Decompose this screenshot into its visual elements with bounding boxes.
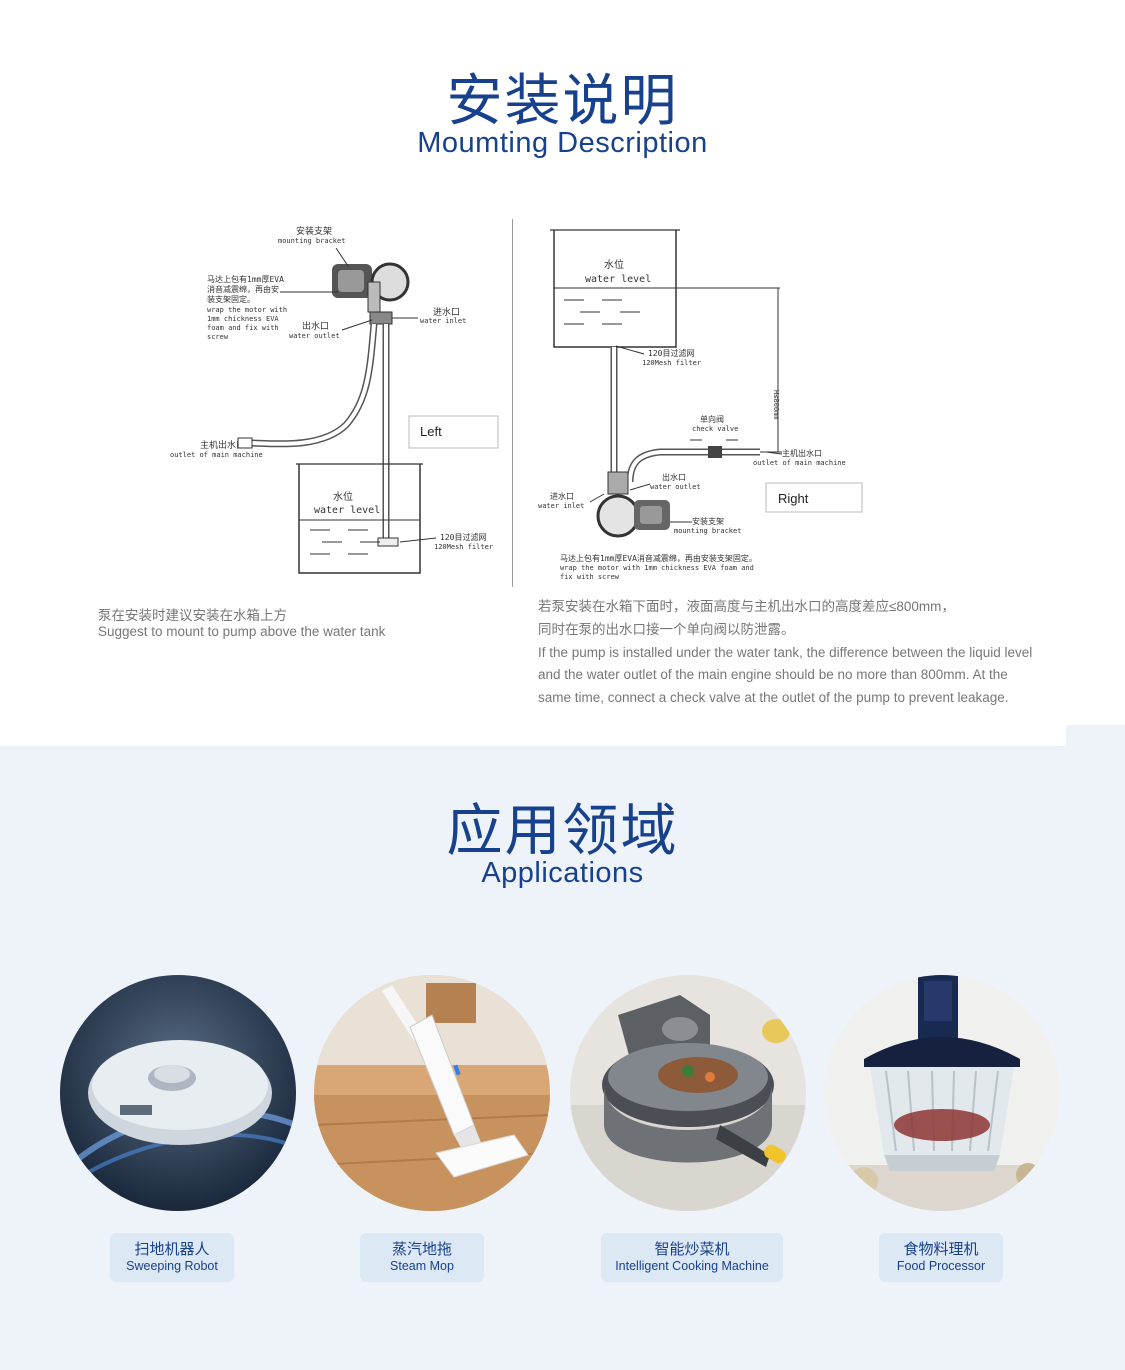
app-label-cn: 蒸汽地拖: [391, 1240, 452, 1258]
right-wrap-en-2: fix with screw: [560, 573, 620, 581]
right-level-en: water level: [585, 274, 651, 285]
left-bracket-cn: 安装支架: [296, 225, 332, 237]
app-label-steam-mop: 蒸汽地拖 Steam Mop: [360, 1233, 484, 1282]
right-note: 若泵安装在水箱下面时，液面高度与主机出水口的高度差应≤800mm， 同时在泵的出…: [538, 596, 1038, 710]
right-outlet-en: water outlet: [650, 483, 701, 491]
right-note-cn-1: 若泵安装在水箱下面时，液面高度与主机出水口的高度差应≤800mm，: [538, 599, 955, 614]
right-check-cn: 单向阀: [700, 414, 724, 424]
app-label-en: Steam Mop: [390, 1259, 454, 1273]
right-bracket-cn: 安装支架: [692, 516, 724, 526]
mounting-section-edge: [1066, 0, 1125, 725]
left-inlet-en: water inlet: [420, 317, 466, 325]
robot-vacuum-photo: [60, 975, 296, 1211]
left-pump-icon: [332, 262, 410, 325]
right-main-outlet-en: outlet of main machine: [753, 459, 846, 467]
app-label-cn: 食物料理机: [903, 1240, 979, 1258]
right-main-outlet-cn: 主机出水口: [782, 448, 822, 458]
diagram-divider: [512, 219, 513, 587]
left-level-en: water level: [314, 505, 380, 516]
app-label-en: Food Processor: [896, 1259, 986, 1273]
left-wrap-en-1: wrap the motor with: [207, 306, 287, 314]
right-filter-cn: 120目过滤网: [648, 348, 694, 358]
app-label-food-processor: 食物料理机 Food Processor: [879, 1233, 1003, 1282]
right-inlet-en: water inlet: [538, 502, 584, 510]
right-height-label: H≤800mm: [772, 390, 780, 420]
right-outlet-cn: 出水口: [662, 472, 686, 482]
right-check-en: check valve: [692, 425, 738, 433]
app-label-sweeping-robot: 扫地机器人 Sweeping Robot: [110, 1233, 234, 1282]
left-level-cn: 水位: [333, 490, 353, 503]
check-valve-icon: [708, 446, 722, 458]
left-wrap-cn-2: 消音减震绵，再由安: [207, 284, 279, 294]
right-note-en: If the pump is installed under the water…: [538, 644, 1033, 706]
app-label-en: Sweeping Robot: [126, 1259, 218, 1273]
applications-title-en: Applications: [481, 857, 644, 889]
app-label-cn: 扫地机器人: [134, 1240, 210, 1258]
left-bracket-en: mounting bracket: [278, 237, 345, 245]
app-label-cooking-machine: 智能炒菜机 Intelligent Cooking Machine: [601, 1233, 783, 1282]
left-note-cn: 泵在安装时建议安装在水箱上方: [98, 608, 287, 623]
right-wrap-en-1: wrap the motor with 1mm chickness EVA fo…: [560, 564, 754, 572]
left-wrap-en-2: 1mm chickness EVA: [207, 315, 279, 323]
left-box-label: Left: [420, 424, 442, 439]
right-filter-en: 120Mesh filter: [642, 359, 701, 367]
applications-title-cn: 应用领域: [446, 799, 679, 864]
left-mounting-diagram: 安装支架 mounting bracket 马达上包有1mm厚EVA 消音减震绵…: [170, 225, 499, 574]
left-outlet-cn: 出水口: [302, 320, 329, 332]
right-bracket-en: mounting bracket: [674, 527, 741, 535]
left-inlet-cn: 进水口: [433, 306, 460, 318]
right-mounting-diagram: 水位 water level 120目过滤网 120Mesh filter 单向…: [538, 229, 863, 581]
right-level-cn: 水位: [604, 258, 624, 271]
left-main-outlet-en: outlet of main machine: [170, 451, 263, 459]
mounting-section: [0, 0, 1066, 746]
left-outlet-en: water outlet: [289, 332, 340, 340]
steam-mop-photo: [314, 975, 550, 1211]
cooking-machine-photo: [570, 975, 806, 1211]
mounting-title-en: Moumting Description: [417, 127, 708, 159]
left-filter-en: 120Mesh filter: [434, 543, 493, 551]
food-processor-photo: [824, 975, 1060, 1211]
right-box-label: Right: [778, 491, 809, 506]
left-filter-cn: 120目过滤网: [440, 532, 486, 542]
mounting-title-cn: 安装说明: [446, 69, 679, 134]
left-main-outlet-cn: 主机出水口: [200, 439, 245, 451]
left-note-en: Suggest to mount to pump above the water…: [98, 624, 386, 639]
right-wrap-cn: 马达上包有1mm厚EVA消音减震绵，再由安装支架固定。: [560, 553, 757, 563]
left-wrap-en-4: screw: [207, 333, 229, 341]
app-label-en: Intelligent Cooking Machine: [615, 1259, 769, 1273]
left-wrap-en-3: foam and fix with: [207, 324, 279, 332]
right-inlet-cn: 进水口: [550, 491, 574, 501]
app-label-cn: 智能炒菜机: [654, 1240, 730, 1258]
right-pump-icon: [596, 471, 670, 538]
left-wrap-cn-1: 马达上包有1mm厚EVA: [207, 274, 284, 284]
right-note-cn-2: 同时在泵的出水口接一个单向阀以防泄露。: [538, 621, 795, 637]
left-wrap-cn-3: 装支架固定。: [207, 294, 255, 304]
